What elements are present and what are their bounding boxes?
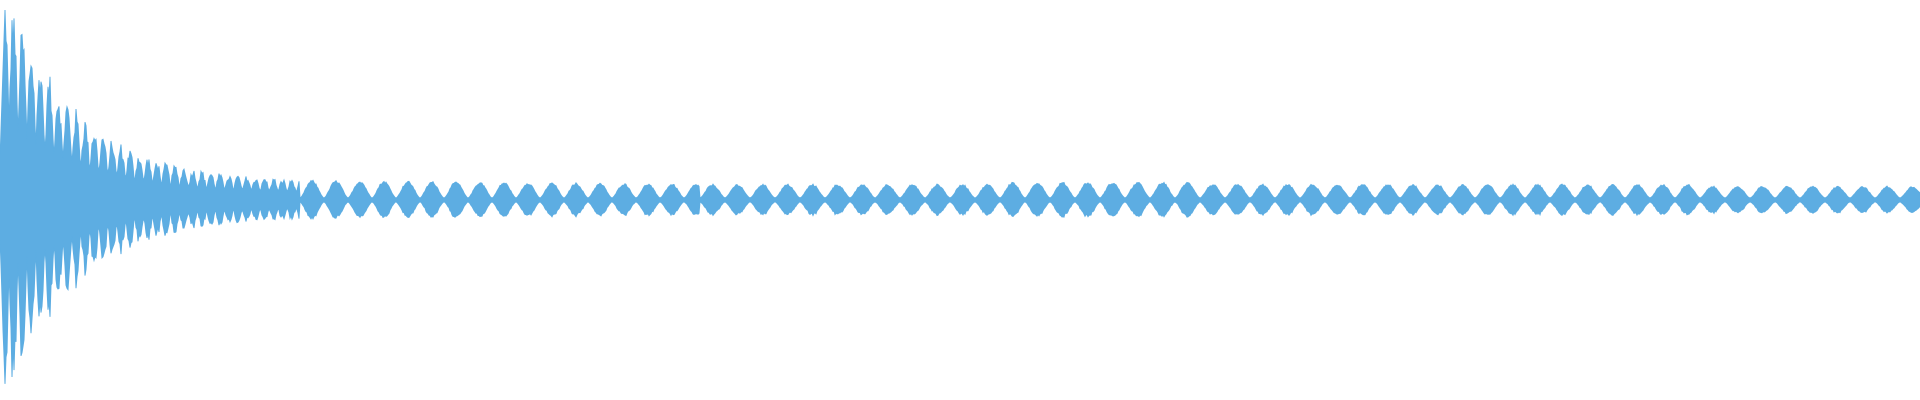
waveform-path	[0, 9, 1920, 384]
